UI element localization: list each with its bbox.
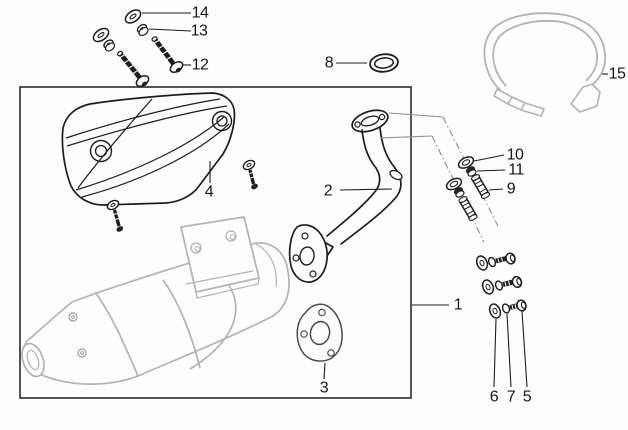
callout-2: 2	[324, 183, 393, 200]
flange-bolt-set-drawing	[475, 252, 527, 319]
shield-grommet-left	[89, 139, 113, 163]
heat-shield-drawing	[61, 92, 236, 206]
callout-8: 8	[325, 55, 367, 72]
callout-13: 13	[148, 23, 209, 40]
part-number-label-15: 15	[609, 66, 626, 83]
muffler-bracket	[180, 216, 260, 299]
part-number-label-1: 1	[454, 297, 463, 314]
part-number-label-13: 13	[191, 23, 208, 40]
nut-11	[465, 166, 477, 177]
exhaust-pipe-drawing	[288, 109, 403, 283]
part-number-label-14: 14	[192, 5, 209, 22]
nut-13	[136, 23, 149, 37]
callout-9: 9	[488, 181, 516, 198]
bolt-row	[475, 252, 516, 271]
muffler-drawing	[21, 216, 290, 385]
gasket-drawing	[296, 303, 343, 362]
part-number-label-10: 10	[507, 147, 524, 164]
sensor-cable-drawing	[483, 12, 606, 117]
pipe-inlet-flange	[351, 109, 389, 133]
o-ring-drawing	[369, 53, 399, 73]
stud-9	[470, 174, 491, 199]
part-number-label-7: 7	[507, 389, 516, 406]
callout-6: 6	[490, 318, 499, 406]
shield-screw-right	[242, 159, 258, 190]
callout-11: 11	[476, 162, 525, 179]
part-number-label-8: 8	[325, 55, 334, 72]
shield-bolt-set-drawing	[92, 9, 184, 88]
callout-14: 14	[142, 5, 210, 22]
bolt-row	[481, 275, 523, 295]
pipe-bracket-hole	[389, 169, 403, 181]
callout-10: 10	[473, 147, 525, 164]
shield-grommet-right	[211, 110, 233, 132]
part-number-label-12: 12	[192, 57, 209, 74]
callouts: 1 2 3 4 5 6 7 8	[142, 5, 627, 406]
callout-5: 5	[521, 310, 532, 406]
reference-line	[388, 112, 444, 118]
part-number-label-4: 4	[205, 184, 214, 201]
callout-15: 15	[602, 66, 627, 83]
part-number-label-9: 9	[507, 181, 516, 198]
pipe-outlet-flange	[288, 224, 329, 283]
part-number-label-2: 2	[324, 183, 333, 200]
bolt-row	[488, 299, 527, 319]
part-number-label-11: 11	[508, 162, 524, 179]
callout-7: 7	[506, 313, 516, 406]
part-number-label-5: 5	[523, 389, 532, 406]
callout-4: 4	[205, 161, 214, 201]
stud-set-drawing	[445, 156, 491, 221]
part-number-label-6: 6	[490, 389, 499, 406]
callout-3: 3	[320, 362, 329, 397]
oxygen-sensor-body	[493, 88, 545, 117]
shield-screw-bottom	[106, 199, 124, 232]
part-number-label-3: 3	[320, 380, 329, 397]
cable-connector	[570, 83, 601, 113]
callout-1: 1	[412, 297, 463, 314]
reference-line	[379, 135, 433, 139]
bolt-12	[151, 36, 184, 74]
assembly-boundary-box	[19, 86, 412, 399]
callout-12: 12	[183, 57, 210, 74]
